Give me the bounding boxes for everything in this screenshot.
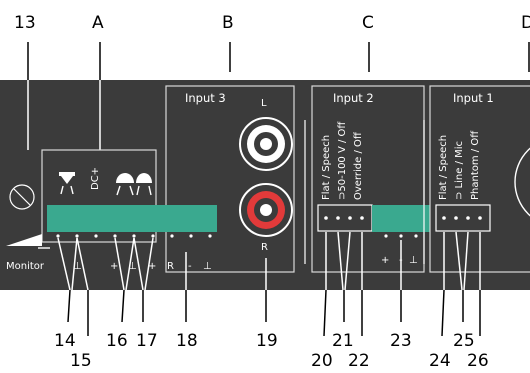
terminal-strip-a-pins xyxy=(56,234,212,238)
group-a-box xyxy=(41,149,157,243)
input2-dip-dots xyxy=(324,216,364,220)
input1-dip-switch xyxy=(435,204,491,232)
xlr-connector xyxy=(514,147,530,217)
label-b: B xyxy=(222,13,234,33)
speaker-icon xyxy=(59,172,75,195)
callout-24: 24 xyxy=(429,351,451,371)
callout-16: 16 xyxy=(106,331,128,351)
dc-label: DC+ xyxy=(90,167,101,190)
pager-icon-2 xyxy=(136,173,152,196)
input1-switch-2: ⊃ Line / Mic xyxy=(454,141,465,200)
label-c: C xyxy=(362,13,374,33)
input2-switch-3: Override / Off xyxy=(353,131,364,200)
rca-jack-left xyxy=(239,117,293,171)
input2-switch-1: Flat / Speech xyxy=(321,135,332,200)
label-13: 13 xyxy=(14,13,36,33)
input1-switch-3: Phantom / Off xyxy=(470,130,481,200)
input3-title: Input 3 xyxy=(185,91,226,105)
term-a-label-5: R xyxy=(167,261,174,272)
callout-17: 17 xyxy=(136,331,158,351)
term-a-label-7: ⊥ xyxy=(203,261,212,272)
callout-23: 23 xyxy=(390,331,412,351)
term-a-label-1: ⊥ xyxy=(73,261,82,272)
label-a: A xyxy=(92,13,104,33)
input1-dip-dots xyxy=(442,216,482,220)
input1-title: Input 1 xyxy=(453,91,494,105)
callout-18: 18 xyxy=(176,331,198,351)
rca-left-label: L xyxy=(261,98,267,109)
rca-jack-right xyxy=(239,183,293,237)
pager-icon-1 xyxy=(116,173,134,196)
input1-switch-1: Flat / Speech xyxy=(438,135,449,200)
term-a-label-3: ⊥ xyxy=(128,261,137,272)
callout-22: 22 xyxy=(348,351,370,371)
input2-term-plus: + xyxy=(381,255,389,266)
terminal-strip-a xyxy=(47,205,217,232)
callout-20: 20 xyxy=(311,351,333,371)
bottom-leaders xyxy=(57,231,481,337)
callout-19: 19 xyxy=(256,331,278,351)
monitor-label: Monitor xyxy=(6,261,45,272)
callout-15: 15 xyxy=(70,351,92,371)
input2-term-ground: ⊥ xyxy=(409,255,418,266)
term-a-label-2: + xyxy=(110,261,118,272)
monitor-level-wedge xyxy=(6,234,42,246)
input2-terminal-pins xyxy=(384,234,418,238)
term-a-label-6: - xyxy=(188,261,192,272)
input2-title: Input 2 xyxy=(333,91,374,105)
term-a-label-4: + xyxy=(148,261,156,272)
monitor-volume-knob xyxy=(9,184,35,210)
input1-box xyxy=(429,85,530,273)
input2-terminal xyxy=(372,205,430,232)
input3-box xyxy=(165,85,295,273)
callout-25: 25 xyxy=(453,331,475,351)
input2-switch-2: ⊃50-100 V / Off xyxy=(337,121,348,200)
rca-right-label: R xyxy=(261,242,268,253)
callout-14: 14 xyxy=(54,331,76,351)
callout-26: 26 xyxy=(467,351,489,371)
callout-21: 21 xyxy=(332,331,354,351)
label-d: D xyxy=(521,13,530,33)
